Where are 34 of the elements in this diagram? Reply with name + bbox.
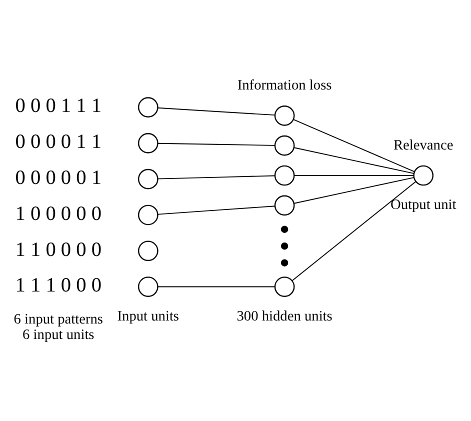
node-label: Output unit: [390, 197, 456, 214]
node-circle: [138, 97, 158, 118]
label: 6 input patterns 6 input units: [14, 311, 104, 343]
connector: [294, 175, 414, 176]
connector: [294, 177, 414, 204]
node-label: 0 0 0 1 1 1: [15, 95, 102, 118]
connector: [157, 175, 276, 180]
node-circle: [274, 106, 295, 126]
node-circle: [138, 133, 158, 154]
node-circle: [138, 240, 158, 262]
label: Information loss: [237, 77, 332, 94]
connector: [157, 286, 276, 288]
node-label: 1 1 0 0 0 0: [15, 238, 102, 261]
node-circle: [274, 165, 295, 186]
node-circle: [274, 276, 295, 297]
node-label: Relevance: [393, 137, 454, 154]
connector: [292, 181, 416, 281]
connector: [157, 142, 276, 146]
connector: [293, 119, 415, 172]
node-circle: [138, 168, 158, 190]
node-circle: [138, 276, 158, 297]
node-circle: [274, 195, 295, 216]
node-label: 1 1 1 0 0 0: [15, 274, 102, 297]
node-circle: [274, 135, 295, 156]
connector: [294, 147, 414, 174]
connector: [157, 206, 276, 215]
node-label: 300 hidden units: [236, 308, 332, 324]
node-circle: [413, 165, 434, 186]
connector: [157, 107, 276, 116]
label: Input units: [117, 308, 180, 324]
node-label: 1 0 0 0 0 0: [15, 202, 102, 225]
node-circle: [138, 204, 158, 226]
node-label: 0 0 0 0 0 1: [15, 166, 102, 189]
node-label: 0 0 0 0 1 1: [15, 131, 102, 154]
